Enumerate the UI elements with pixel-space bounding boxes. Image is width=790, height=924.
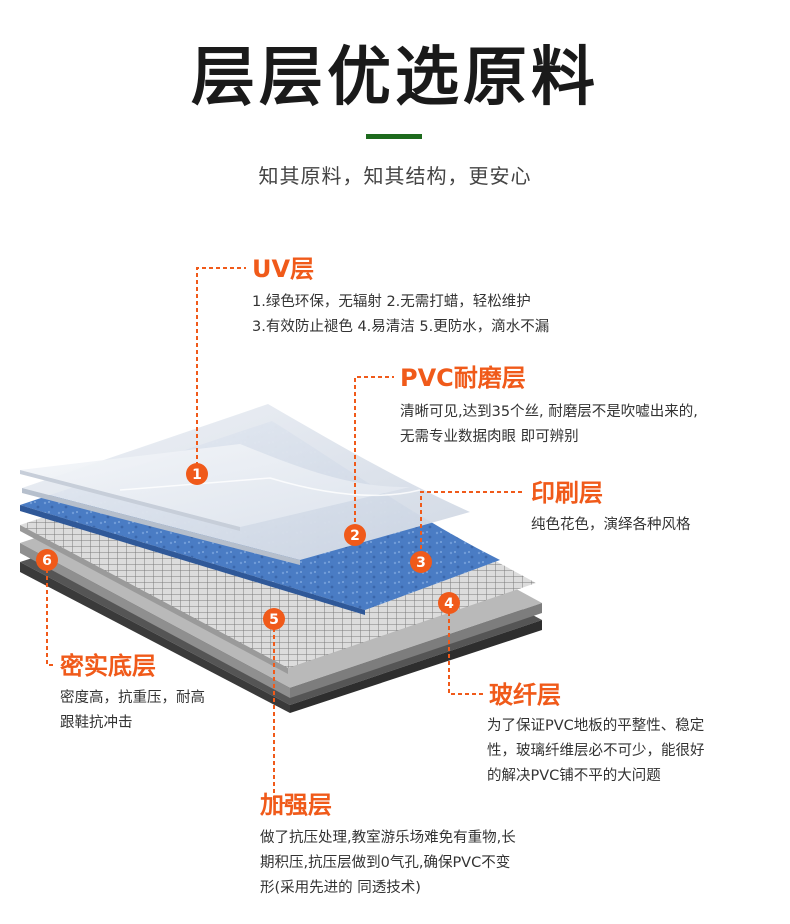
marker-6: 6 [36,549,58,571]
svg-text:1: 1 [192,467,202,483]
fiberglass-layer-heading: 玻纤层 [489,681,561,709]
print-layer-description: 纯色花色，演绎各种风格 [531,517,691,533]
pvc-layer-description: 清晰可见,达到35个丝, 耐磨层不是吹嘘出来的, 无需专业数据肉眼 即可辨别 [400,404,698,445]
marker-5: 5 [263,608,285,630]
marker-1: 1 [186,463,208,485]
uv-layer-shape [20,444,421,531]
reinforcement-layer-heading: 加强层 [260,791,332,819]
fiberglass-layer-description: 为了保证PVC地板的平整性、稳定 性，玻璃纤维层必不可少，能很好 的解决PVC铺… [487,718,705,784]
uv-layer-description: 1.绿色环保，无辐射 2.无需打蜡，轻松维护 3.有效防止褪色 4.易清洁 5.… [252,294,550,335]
page-subtitle: 知其原料，知其结构，更安心 [258,164,532,188]
svg-text:3: 3 [416,555,426,571]
marker-2: 2 [344,524,366,546]
uv-layer-heading: UV层 [252,255,315,283]
svg-text:6: 6 [42,553,52,569]
page-title: 层层优选原料 [191,41,599,115]
print-layer-heading: 印刷层 [531,479,603,507]
marker-3: 3 [410,551,432,573]
title-underline [366,134,422,139]
leader-lines [46,267,524,804]
pvc-layer-heading: PVC耐磨层 [400,364,526,392]
base-layer-heading: 密实底层 [60,652,156,680]
marker-4: 4 [438,592,460,614]
svg-text:2: 2 [350,528,360,544]
reinforcement-layer-description: 做了抗压处理,教室游乐场难免有重物,长 期积压,抗压层做到0气孔,确保PVC不变… [260,830,516,896]
svg-text:5: 5 [269,612,279,628]
base-layer-description: 密度高，抗重压，耐高 跟鞋抗冲击 [60,690,205,731]
svg-text:4: 4 [444,596,454,612]
